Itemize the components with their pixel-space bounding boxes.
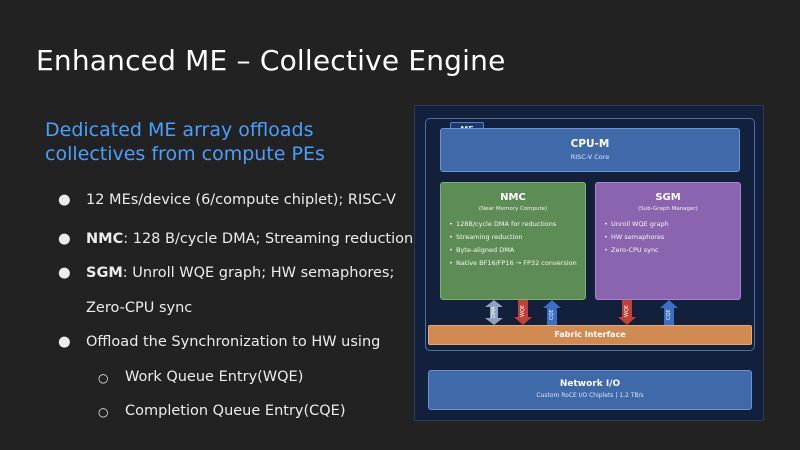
wqe-down-arrow-icon [618, 300, 636, 325]
cpu-m-subtitle: RISC-V Core [570, 153, 610, 161]
dma-bidirectional-arrow-icon [485, 300, 503, 325]
dma-arrow-label: DMA [491, 306, 497, 319]
cqe-up-arrow-icon [660, 300, 678, 325]
network-io-title: Network I/O [559, 379, 621, 389]
wqe-arrow-label: WQE [520, 304, 526, 317]
bullet-dot-icon: ● [58, 334, 71, 350]
sgm-feature-list: Unroll WQE graph HW semaphores Zero-CPU … [604, 220, 740, 255]
sgm-feature: Zero-CPU sync [604, 246, 740, 255]
cpu-m-title: CPU-M [570, 138, 610, 150]
nmc-title: NMC [500, 192, 526, 203]
bullet-dot-icon: ● [58, 265, 71, 281]
network-io-block: Network I/O Custom RoCE I/O Chiplets | 1… [428, 370, 752, 410]
nmc-feature: Byte-aligned DMA [449, 246, 585, 255]
sub-bullet-circle-icon: ○ [98, 371, 109, 385]
sgm-title: SGM [655, 192, 681, 203]
nmc-block: NMC (Near Memory Compute) 128B/cycle DMA… [440, 182, 586, 300]
cqe-up-arrow-icon [543, 300, 561, 325]
bullet-dot-icon: ● [58, 192, 71, 208]
cqe-arrow-label: CQE [666, 309, 672, 320]
nmc-feature: Streaming reduction [449, 233, 585, 242]
nmc-subtitle: (Near Memory Compute) [478, 206, 548, 212]
nmc-feature: Native BF16/FP16 → FP32 conversion [449, 259, 585, 268]
sgm-feature: HW semaphores [604, 233, 740, 242]
sgm-subtitle: (Sub-Graph Manager) [638, 206, 698, 212]
sgm-block: SGM (Sub-Graph Manager) Unroll WQE graph… [595, 182, 741, 300]
wqe-arrow-label: WQE [624, 304, 630, 317]
nmc-feature: 128B/cycle DMA for reductions [449, 220, 585, 229]
nmc-feature-list: 128B/cycle DMA for reductions Streaming … [449, 220, 585, 268]
cpu-m-block: CPU-M RISC-V Core [440, 128, 740, 172]
wqe-down-arrow-icon [514, 300, 532, 325]
sgm-feature: Unroll WQE graph [604, 220, 740, 229]
bullet-dot-icon: ● [58, 231, 71, 247]
sub-bullet-circle-icon: ○ [98, 405, 109, 419]
network-io-subtitle: Custom RoCE I/O Chiplets | 1.2 TB/s [536, 392, 644, 399]
me-architecture-diagram: ME CPU-M RISC-V Core NMC (Near Memory Co… [414, 105, 764, 421]
cqe-arrow-label: CQE [549, 309, 555, 320]
slide-subtitle: Dedicated ME array offloads collectives … [45, 119, 325, 165]
slide-title: Enhanced ME – Collective Engine [36, 44, 506, 77]
fabric-interface-block: Fabric Interface [428, 325, 752, 345]
